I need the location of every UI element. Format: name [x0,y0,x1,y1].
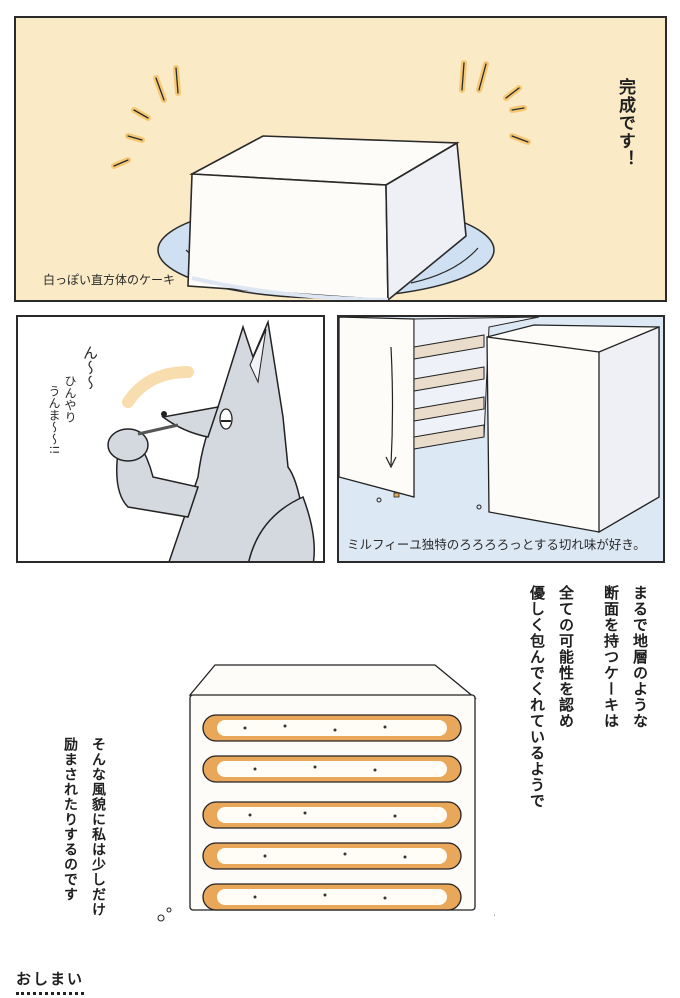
bottom-section: まるで地層のような 断面を持つケーキは 全ての可能性を認め 優しく包んでくれてい… [0,565,680,998]
narration-right-col4: 優しく包んでくれているようで [528,585,546,809]
panel-top: 完成です！ 白っぽい直方体のケーキ [14,16,667,302]
narration-right-col3: 全ての可能性を認め [557,585,575,729]
cake-on-plate-illustration [111,60,531,300]
sfx-unma: うんま〜〜!! [47,385,61,455]
cut-cake-illustration [339,317,660,534]
sfx-hinyari: ひんやり [63,375,77,423]
caption-millefeuille: ミルフィーユ独特のろろろろっとする切れ味が好き。 [347,537,646,552]
narration-left-col2: 励まされたりするのです [62,737,78,902]
panel-fox-eating: ん〜〜 ひんやり うんま〜〜!! [16,315,325,563]
caption-white-cake: 白っぽい直方体のケーキ [43,273,176,287]
fox-eating-illustration [107,319,315,561]
millefeuille-cross-section [157,664,495,922]
narration-right-col1: まるで地層のような [631,585,649,729]
dialogue-kansei: 完成です！ [615,78,635,168]
sfx-nn: ん〜〜 [81,345,99,390]
narration-right-col2: 断面を持つケーキは [602,585,620,729]
panel-cake-cut: ミルフィーユ独特のろろろろっとする切れ味が好き。 [337,315,665,563]
end-label: おしまい [16,968,85,995]
narration-left-col1: そんな風貌に私は少しだけ [90,737,106,917]
